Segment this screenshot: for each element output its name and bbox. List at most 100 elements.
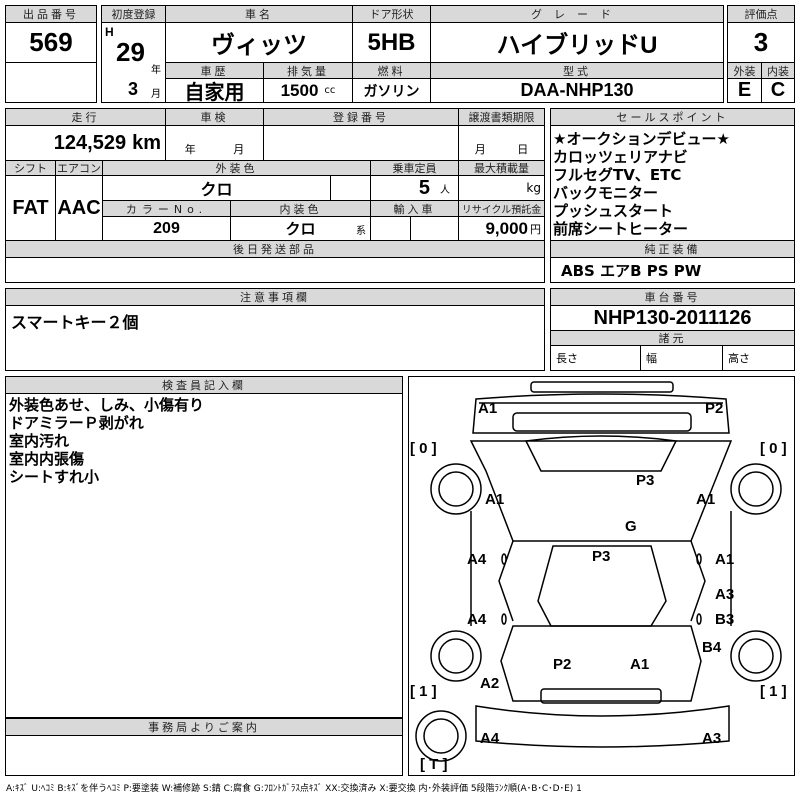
- fuel-label: 燃料: [352, 62, 431, 79]
- month-unit: 月: [151, 89, 161, 100]
- era: H: [105, 25, 114, 39]
- height: 高さ: [722, 345, 795, 371]
- sales-point: 前席シートヒーター: [553, 220, 689, 238]
- displacement: 1500: [280, 80, 319, 100]
- damage-mark: P2: [705, 400, 724, 417]
- tire-rl: [ 1 ]: [410, 683, 437, 700]
- reg-no: [263, 125, 459, 161]
- notes: スマートキー２個: [5, 305, 545, 371]
- import-b: [410, 216, 459, 241]
- damage-mark: A1: [478, 400, 498, 417]
- damage-mark: A1: [715, 551, 735, 568]
- ac: AAC: [55, 175, 103, 241]
- inspector-notes: 外装色あせ、しみ、小傷有り ドアミラーＰ剥がれ 室内汚れ 室内内張傷 シートすれ…: [5, 393, 403, 718]
- damage-mark: P2: [553, 656, 572, 673]
- inspector-label: 検査員記入欄: [5, 376, 403, 394]
- lot-no: 569: [5, 22, 97, 63]
- reg-no-label: 登録番号: [263, 108, 459, 126]
- damage-mark: A1: [485, 491, 505, 508]
- score-label: 評価点: [727, 5, 795, 23]
- damage-mark: P3: [636, 472, 655, 489]
- mileage-label: 走行: [5, 108, 166, 126]
- tire-fr: [ 0 ]: [760, 440, 787, 457]
- damage-mark: B3: [715, 611, 735, 628]
- inspector-line: 外装色あせ、しみ、小傷有り: [9, 396, 205, 414]
- ext-color-label: 外装色: [102, 160, 371, 176]
- length: 長さ: [550, 345, 641, 371]
- sales-points: ★オークションデビュー★ カロッツェリアナビ フルセグTV、ETC バックモニタ…: [550, 125, 795, 241]
- fuel: ガソリン: [352, 78, 431, 103]
- spec-label: 諸元: [550, 330, 795, 346]
- recycle-label: リサイクル預託金: [458, 200, 545, 217]
- inspector-line: 室内汚れ: [9, 432, 70, 450]
- sales-point: バックモニター: [553, 184, 659, 202]
- sales-point: ★オークションデビュー★: [553, 130, 730, 148]
- displacement-label: 排気量: [263, 62, 353, 79]
- recycle-unit: 円: [530, 222, 541, 236]
- int-color: クロ: [285, 221, 316, 238]
- damage-mark: A4: [467, 611, 487, 628]
- shift-label: シフト: [5, 160, 56, 176]
- max-load-label: 最大積載量: [458, 160, 545, 176]
- grade-label: グレード: [430, 5, 724, 23]
- sales-point: フルセグTV、ETC: [553, 166, 682, 184]
- damage-mark: A3: [715, 586, 735, 603]
- int-color-unit: 系: [356, 226, 366, 237]
- year-unit: 年: [151, 65, 161, 76]
- width: 幅: [640, 345, 723, 371]
- mileage: 124,529: [53, 131, 127, 154]
- displacement-unit: cc: [324, 85, 336, 96]
- chassis-no: NHP130-2011126: [550, 305, 795, 331]
- import-label: 輸入車: [370, 200, 459, 217]
- notes-label: 注意事項欄: [5, 288, 545, 306]
- reg-month: 3: [128, 79, 139, 99]
- car-outline-icon: [415, 381, 782, 762]
- damage-mark: B4: [702, 639, 722, 656]
- tire-fl: [ 0 ]: [410, 440, 437, 457]
- exterior-label: 外装: [727, 62, 762, 79]
- damage-mark: A4: [480, 730, 500, 747]
- legend: A:ｷｽﾞ U:ﾍｺﾐ B:ｷｽﾞを伴うﾍｺﾐ P:要塗装 W:補修跡 S:錆 …: [6, 784, 582, 794]
- history: 自家用: [165, 78, 264, 104]
- insp-month: 月: [233, 143, 245, 156]
- damage-mark: P3: [592, 548, 611, 565]
- int-color-cell: クロ 系: [230, 216, 371, 241]
- shift: FAT: [5, 175, 56, 241]
- office-label: 事務局よりご案内: [5, 718, 403, 736]
- door-label: ドア形状: [352, 5, 431, 23]
- equipment: ABS エアB PS PW: [550, 257, 795, 283]
- equipment-label: 純正装備: [550, 240, 795, 258]
- grade: ハイブリッドU: [430, 22, 724, 63]
- sales-point: カロッツェリアナビ: [553, 148, 688, 166]
- office-body: [5, 735, 403, 776]
- inspector-line: 室内内張傷: [9, 450, 85, 468]
- tr-month: 月: [474, 143, 486, 156]
- model: DAA-NHP130: [430, 78, 724, 103]
- damage-mark: A3: [702, 730, 722, 747]
- score: 3: [727, 22, 795, 63]
- color-no: 209: [102, 216, 231, 241]
- first-reg: H 29 年 3 月: [101, 22, 166, 103]
- damage-mark: G: [625, 518, 637, 535]
- tr-day: 日: [517, 143, 529, 156]
- damage-mark: A1: [630, 656, 650, 673]
- sales-points-label: セールスポイント: [550, 108, 795, 126]
- interior-grade: C: [761, 78, 795, 103]
- recycle: 9,000: [485, 218, 528, 238]
- inspection-label: 車検: [165, 108, 264, 126]
- inspection-cell: 年月: [165, 125, 264, 161]
- capacity-unit: 人: [440, 184, 450, 196]
- transfer-label: 譲渡書類期限: [458, 108, 545, 126]
- ext-color-extra: [330, 175, 371, 201]
- model-label: 型式: [430, 62, 724, 79]
- damage-mark: A2: [480, 675, 500, 692]
- ac-label: エアコン: [55, 160, 103, 176]
- interior-label: 内装: [761, 62, 795, 79]
- ext-color: クロ: [102, 175, 331, 201]
- color-no-label: カラーNo.: [102, 200, 231, 217]
- sales-point: プッシュスタート: [553, 202, 674, 220]
- damage-diagram: [408, 376, 795, 776]
